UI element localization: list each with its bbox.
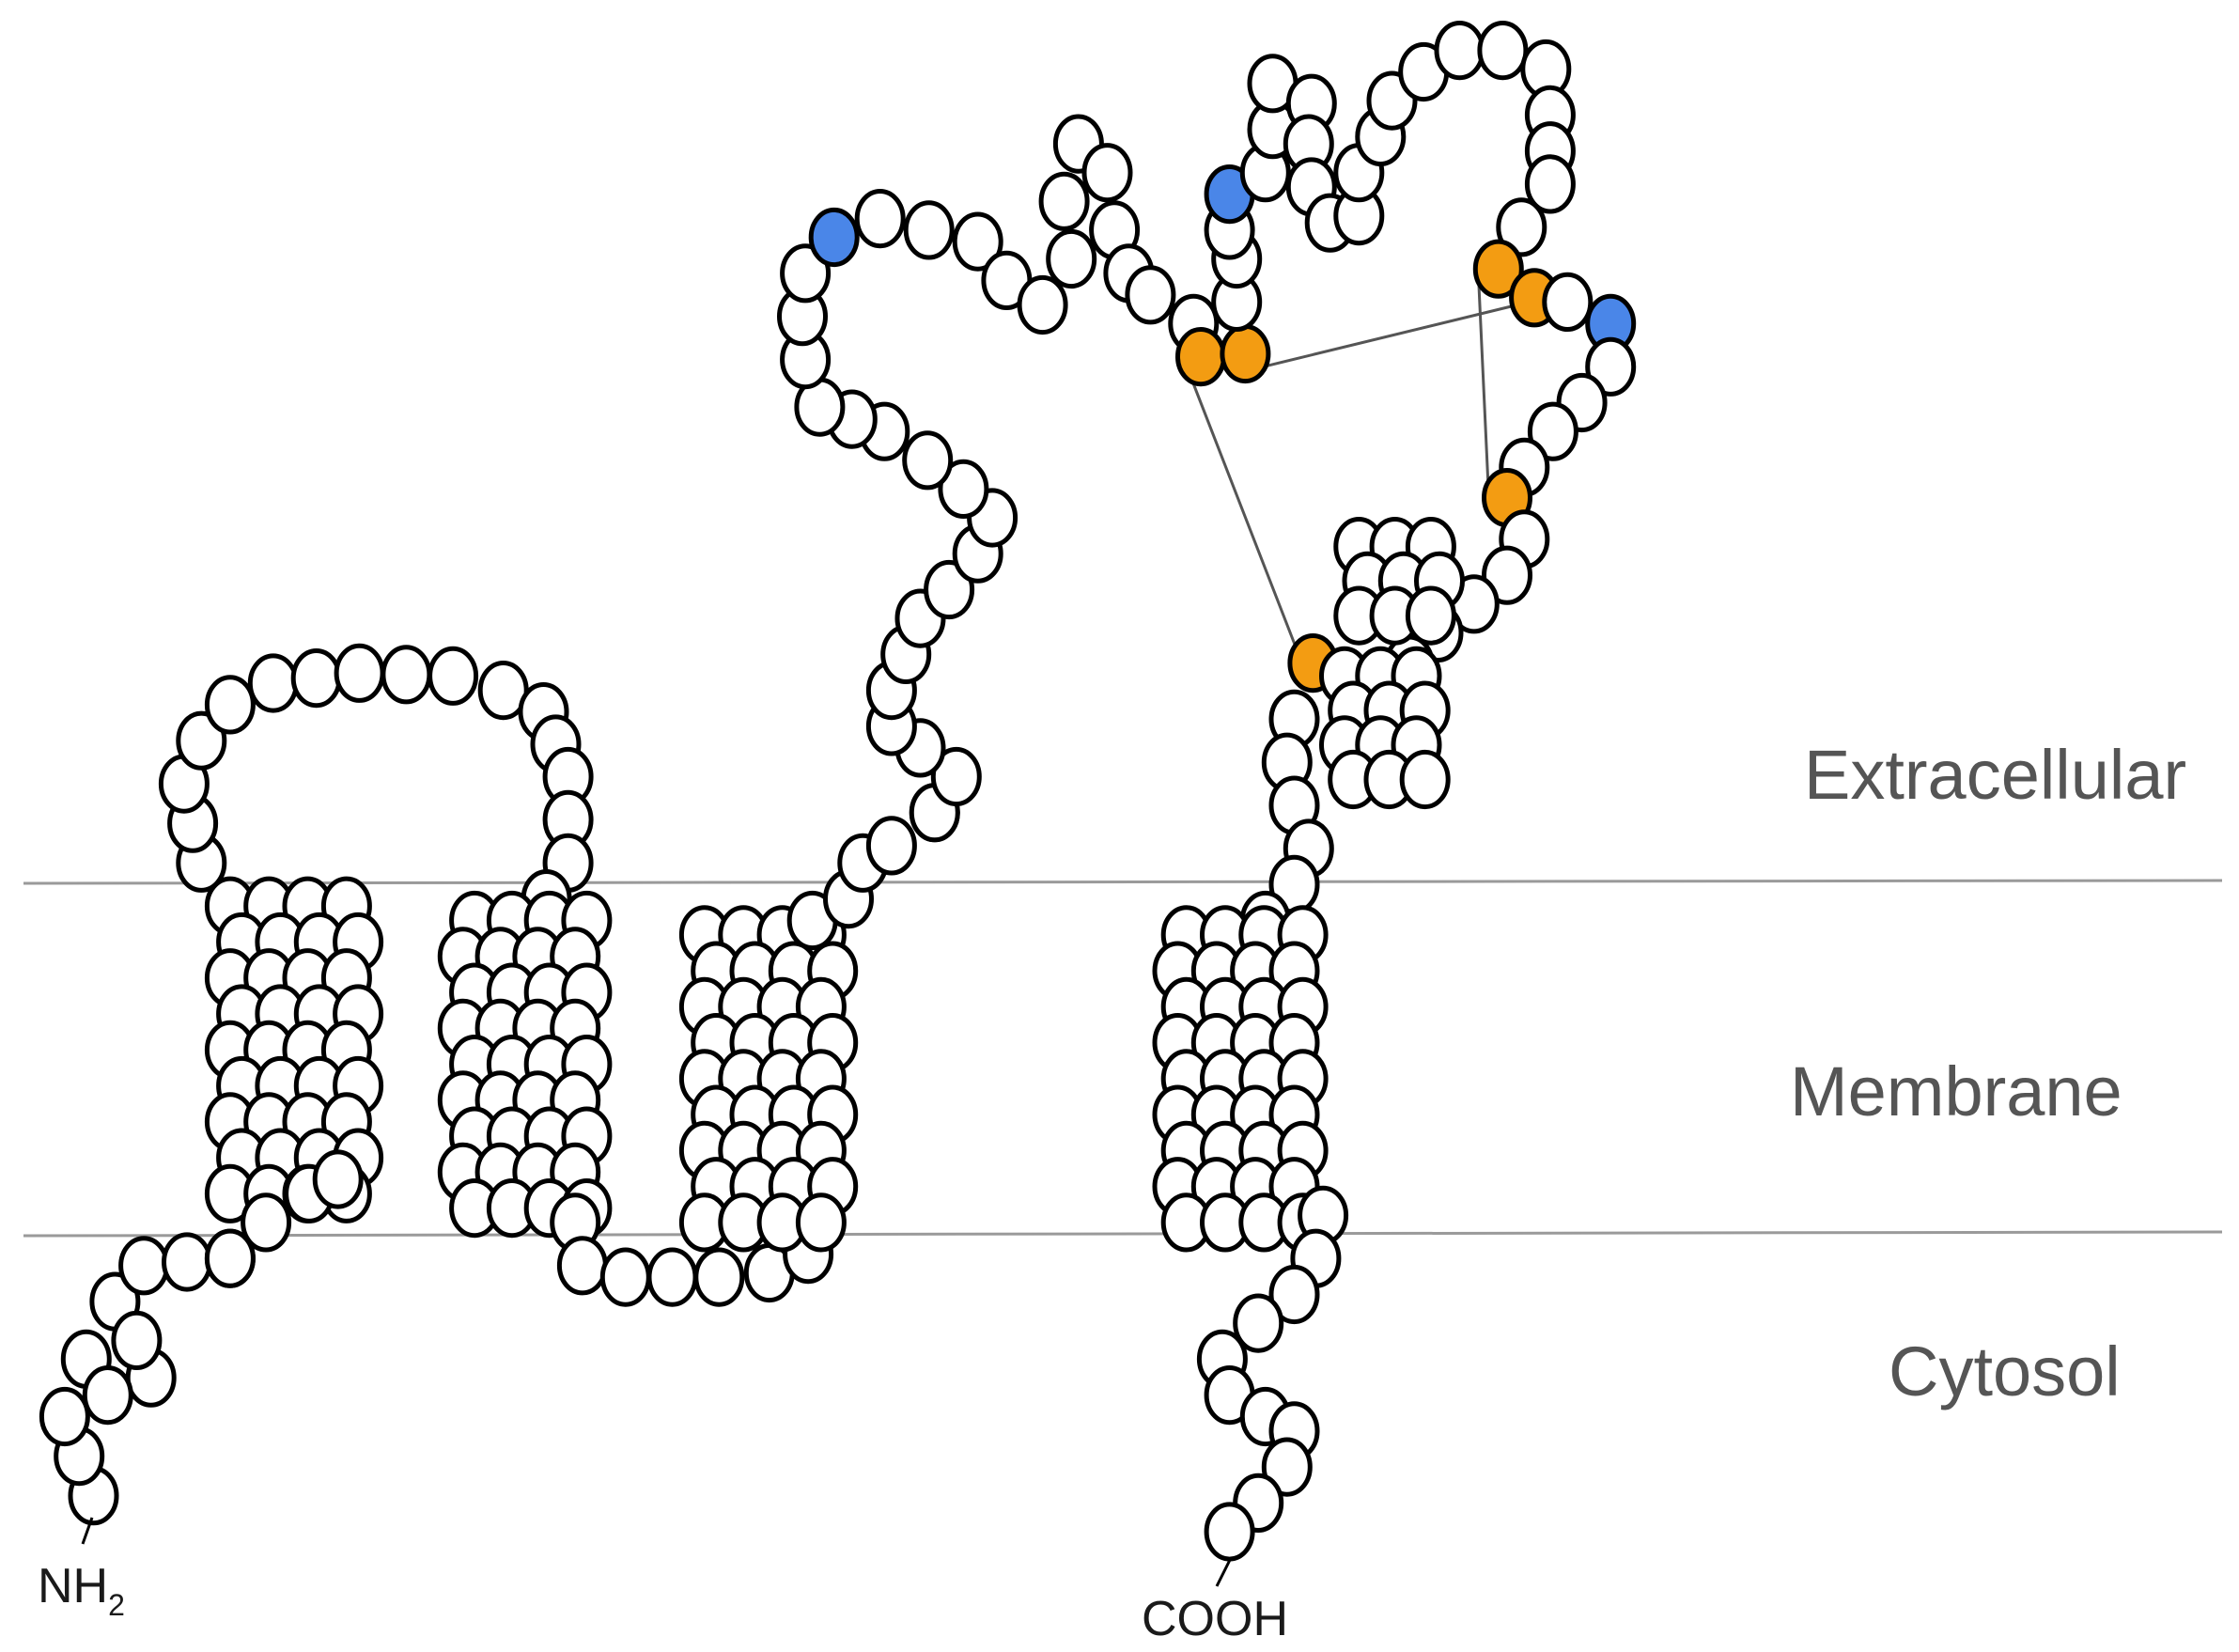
residue: [204, 675, 256, 735]
c-terminus-tail: [1215, 1557, 1233, 1587]
disulfide-bond-1: [1245, 304, 1518, 373]
residue: [111, 1310, 163, 1371]
residue: [1038, 171, 1090, 231]
residue: [118, 1236, 170, 1296]
residue: [1585, 336, 1637, 397]
membrane-boundary-top: [23, 879, 2223, 885]
membrane-label: Membrane: [1790, 1052, 2122, 1130]
residue: [930, 746, 982, 807]
residue: [39, 1386, 90, 1447]
residue: [1125, 265, 1176, 325]
residue: [1233, 1293, 1284, 1353]
residue: [854, 189, 906, 249]
residue: [1261, 1437, 1313, 1497]
residue: [556, 1236, 608, 1296]
residue: [1204, 1502, 1255, 1562]
residue: [924, 559, 975, 620]
residue: [1046, 228, 1097, 289]
residue: [381, 645, 432, 705]
membrane-boundary-bottom: [23, 1230, 2223, 1238]
residue: [780, 243, 832, 304]
residue: [176, 710, 227, 771]
residue: [1399, 749, 1451, 810]
residue: [865, 816, 917, 876]
residue: [1477, 20, 1529, 81]
residue: [290, 648, 342, 709]
disulfide-bond-2: [1189, 376, 1303, 662]
residue: [312, 1149, 364, 1209]
residue: [1405, 585, 1456, 646]
residue: [902, 430, 954, 491]
residue: [1017, 274, 1068, 335]
residue: [1434, 20, 1485, 81]
disulfide-bonds: [1189, 273, 1518, 662]
residue: [162, 1232, 212, 1292]
residue: [1542, 272, 1594, 332]
extracellular-label: Extracellular: [1804, 736, 2186, 814]
residue: [1524, 154, 1576, 214]
cytosol-label: Cytosol: [1889, 1333, 2121, 1410]
residue: [1527, 401, 1578, 461]
cysteine-residue-orange: [1220, 323, 1271, 384]
residue: [204, 1228, 256, 1288]
residue: [334, 643, 385, 703]
residue: [795, 1192, 847, 1253]
residue: [938, 459, 989, 520]
residue: [952, 211, 1003, 272]
residue: [1081, 143, 1133, 203]
residue: [903, 200, 955, 260]
residue: [1496, 197, 1547, 257]
residue: [1268, 1264, 1320, 1325]
disulfide-bond-3: [1476, 273, 1490, 490]
residue: [82, 1365, 133, 1426]
amino-acid-residues: [39, 20, 1637, 1562]
n-terminus-tail: [81, 1517, 94, 1545]
cysteine-residue-orange: [1175, 327, 1226, 387]
residue: [241, 1192, 292, 1253]
residue: [247, 653, 299, 713]
cysteine-residue-orange: [1472, 239, 1524, 299]
residue: [428, 646, 479, 706]
n-terminus-label: NH2: [38, 1559, 125, 1622]
residue: [693, 1247, 745, 1307]
highlighted-residue-blue: [808, 207, 860, 268]
c-terminus-label: COOH: [1142, 1592, 1288, 1646]
residue: [646, 1247, 698, 1307]
residue: [599, 1247, 651, 1307]
